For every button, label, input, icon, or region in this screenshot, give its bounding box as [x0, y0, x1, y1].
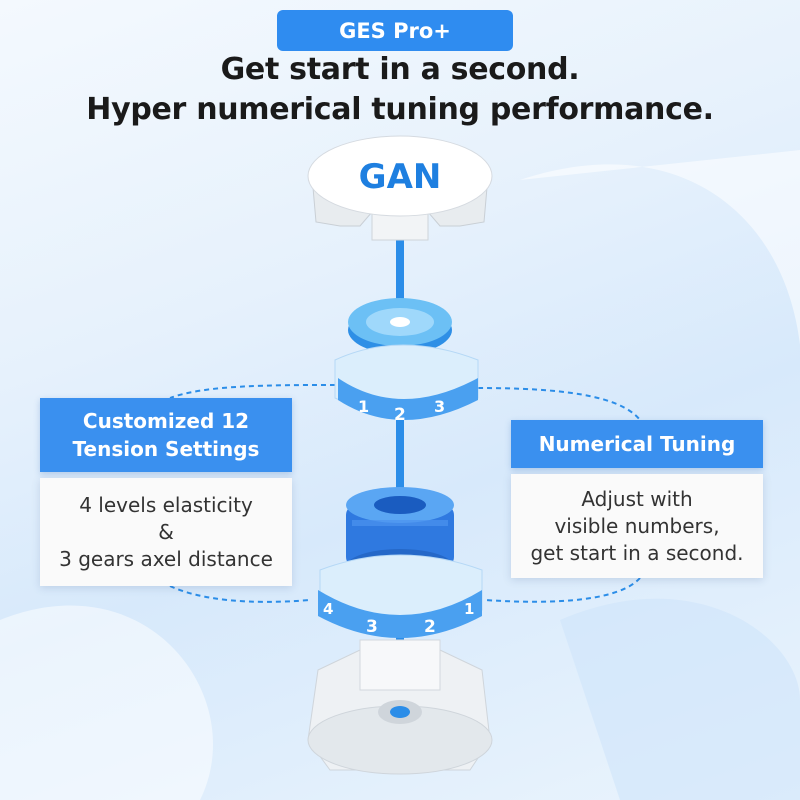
- cap-logo: GAN: [359, 157, 442, 197]
- right-card-body-line-3: get start in a second.: [530, 540, 744, 565]
- upper-ring-number-1: 1: [358, 397, 369, 416]
- upper-number-ring: 1 2 3: [334, 344, 479, 425]
- left-card-title-line-2: Tension Settings: [72, 437, 260, 461]
- center-cap: GAN: [307, 135, 493, 241]
- lower-ring-number-2: 2: [424, 617, 436, 637]
- right-card-title: Numerical Tuning: [511, 420, 763, 468]
- lower-number-ring: 4 3 2 1: [318, 554, 483, 638]
- tension-dial: [348, 298, 452, 354]
- lower-ring-number-4: 4: [323, 600, 333, 618]
- central-axis: [396, 232, 404, 727]
- left-card-body: 4 levels elasticity & 3 gears axel dista…: [40, 478, 292, 586]
- core-base: [307, 639, 493, 775]
- left-card-body-line-1: 4 levels elasticity: [79, 492, 253, 517]
- left-connector-line: [169, 384, 336, 399]
- lower-ring-number-1: 1: [464, 600, 474, 618]
- headline-line-2: Hyper numerical tuning performance.: [86, 92, 714, 127]
- right-connector-line-lower: [484, 577, 641, 603]
- right-card-body-line-2: visible numbers,: [554, 513, 720, 538]
- upper-ring-number-2: 2: [394, 405, 406, 425]
- upper-ring-number-3: 3: [434, 397, 445, 416]
- product-badge: GES Pro+: [277, 10, 513, 51]
- left-connector-line-lower: [169, 585, 311, 603]
- left-card-title: Customized 12 Tension Settings: [40, 398, 292, 472]
- left-card-title-line-1: Customized 12: [82, 409, 250, 433]
- headline-line-1: Get start in a second.: [220, 52, 580, 87]
- left-card-body-line-3: 3 gears axel distance: [59, 546, 273, 571]
- left-card-body-line-2: &: [158, 519, 174, 544]
- lower-ring-number-3: 3: [366, 617, 378, 637]
- right-card-body-line-1: Adjust with: [581, 486, 693, 511]
- right-connector-line: [477, 387, 641, 421]
- right-card-body: Adjust with visible numbers, get start i…: [511, 474, 763, 578]
